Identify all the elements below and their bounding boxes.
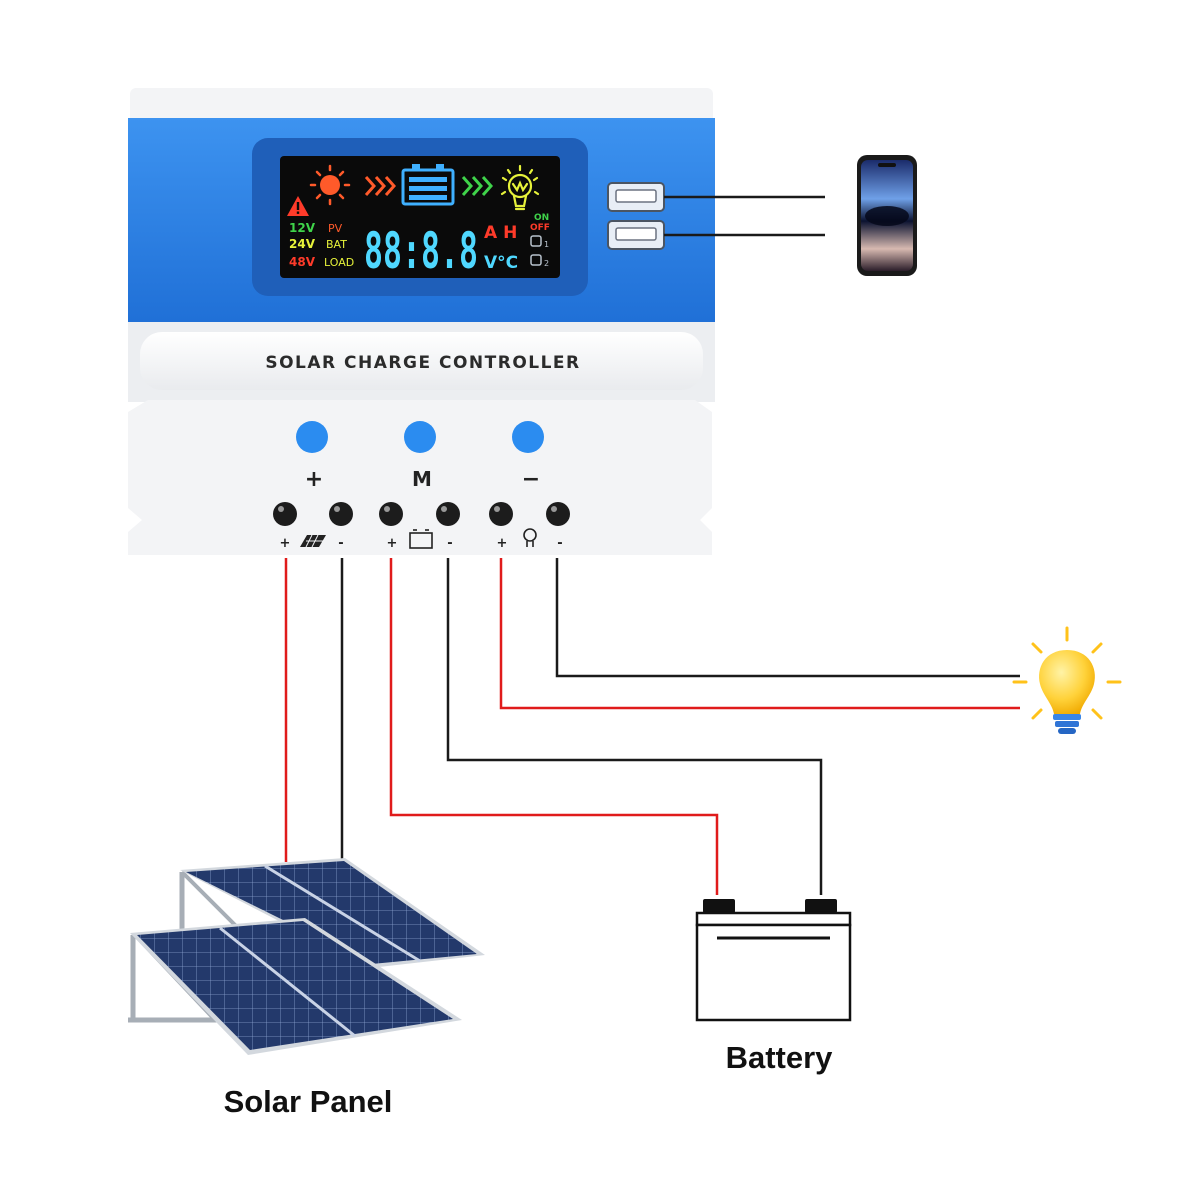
load-1-label: 1	[544, 240, 549, 249]
solar-panel-array	[128, 858, 485, 1055]
load-positive-terminal	[489, 502, 513, 526]
voltage-12v-label: 12V	[289, 221, 316, 235]
battery-negative-terminal	[436, 502, 460, 526]
usb-port-1	[607, 182, 665, 212]
mode-pv-label: PV	[328, 222, 343, 235]
usb-port-2	[607, 220, 665, 250]
off-indicator: OFF	[530, 223, 550, 233]
load-negative-wire	[555, 558, 1020, 678]
voltage-24v-label: 24V	[289, 237, 316, 251]
plus-button-label: +	[305, 467, 323, 492]
battery-minus-sign: -	[447, 536, 452, 551]
mode-bat-label: BAT	[326, 238, 347, 251]
battery-positive-terminal	[379, 502, 403, 526]
charge-arrows-right-icon	[461, 176, 494, 196]
battery-symbol	[695, 899, 852, 1022]
load-negative-terminal	[546, 502, 570, 526]
minus-button-label: −	[522, 467, 540, 492]
pv-positive-terminal	[273, 502, 297, 526]
terminal-screws	[273, 502, 570, 526]
charge-arrows-left-icon	[364, 176, 397, 196]
load-2-label: 2	[544, 259, 549, 268]
mode-button-label: M	[412, 467, 432, 491]
load-plus-sign: +	[497, 536, 508, 551]
load-channel-icons: 1 2	[530, 235, 549, 268]
light-bulb-icon	[1012, 626, 1122, 734]
unit-vc-label: V°C	[484, 253, 518, 273]
pv-minus-sign: -	[338, 536, 343, 551]
battery-symbol-icon	[409, 529, 433, 549]
warning-icon	[287, 196, 309, 216]
on-indicator: ON	[534, 213, 549, 223]
voltage-48v-label: 48V	[289, 255, 316, 269]
charge-controller: 12V 24V 48V PV BAT LOAD 88:8.8 A H V°C O…	[128, 88, 715, 555]
battery-caption: Battery	[726, 1040, 834, 1075]
label-plate	[140, 332, 703, 390]
minus-button[interactable]	[512, 421, 544, 453]
wiring	[284, 195, 1020, 895]
solar-panel-front	[128, 918, 462, 1055]
battery-positive-wire	[389, 558, 719, 895]
pv-negative-terminal	[329, 502, 353, 526]
solar-panel-caption: Solar Panel	[224, 1084, 393, 1119]
load-minus-sign: -	[557, 536, 562, 551]
battery-icon	[401, 164, 455, 206]
lcd-digits-readout: 88:8.8	[364, 222, 478, 280]
battery-plus-sign: +	[387, 536, 398, 551]
battery-negative-wire	[446, 558, 823, 895]
mode-button[interactable]	[404, 421, 436, 453]
smartphone	[857, 155, 917, 276]
sun-icon	[309, 164, 351, 206]
solar-panel-symbol-icon	[300, 534, 326, 548]
bulb-symbol-icon	[523, 528, 537, 547]
controller-label: SOLAR CHARGE CONTROLLER	[265, 353, 580, 373]
mode-load-label: LOAD	[324, 256, 354, 269]
plus-button[interactable]	[296, 421, 328, 453]
unit-ah-label: A H	[484, 223, 517, 243]
pv-plus-sign: +	[280, 536, 291, 551]
load-positive-wire	[499, 558, 1020, 710]
lamp-icon	[500, 164, 540, 211]
